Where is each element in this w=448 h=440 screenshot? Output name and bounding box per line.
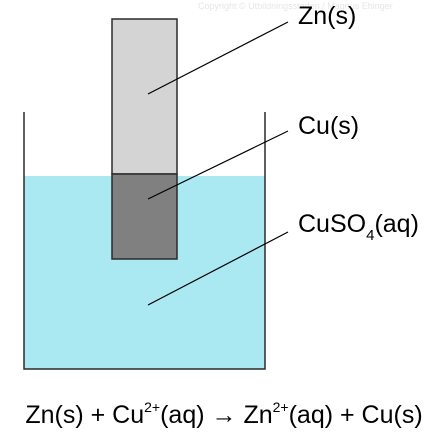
cuso4-label-tail: (aq) bbox=[374, 210, 418, 238]
reaction-equation: Zn(s) + Cu2+(aq) → Zn2+(aq) + Cu(s) bbox=[0, 400, 448, 430]
zn-leader-line bbox=[147, 21, 289, 95]
equation-part2: (aq) → Zn bbox=[160, 401, 273, 429]
equation-part1: Zn(s) + Cu bbox=[25, 401, 145, 429]
cu-label: Cu(s) bbox=[298, 112, 359, 140]
cuso4-label-subscript: 4 bbox=[366, 227, 374, 244]
zinc-strip bbox=[111, 18, 178, 175]
copper-deposit bbox=[111, 173, 178, 260]
equation-superscript1: 2+ bbox=[144, 399, 161, 415]
copyright-watermark: Copyright © Utbildningsstaden / Magnus E… bbox=[198, 1, 393, 11]
zn-label: Zn(s) bbox=[298, 2, 356, 30]
cu-leader-line bbox=[147, 130, 289, 200]
cuso4-leader-line bbox=[147, 231, 289, 306]
cuso4-label: CuSO4(aq) bbox=[298, 210, 419, 244]
beaker bbox=[23, 112, 266, 370]
cuso4-label-main: CuSO bbox=[298, 210, 366, 238]
equation-superscript2: 2+ bbox=[272, 399, 289, 415]
equation-part3: (aq) + Cu(s) bbox=[288, 401, 423, 429]
